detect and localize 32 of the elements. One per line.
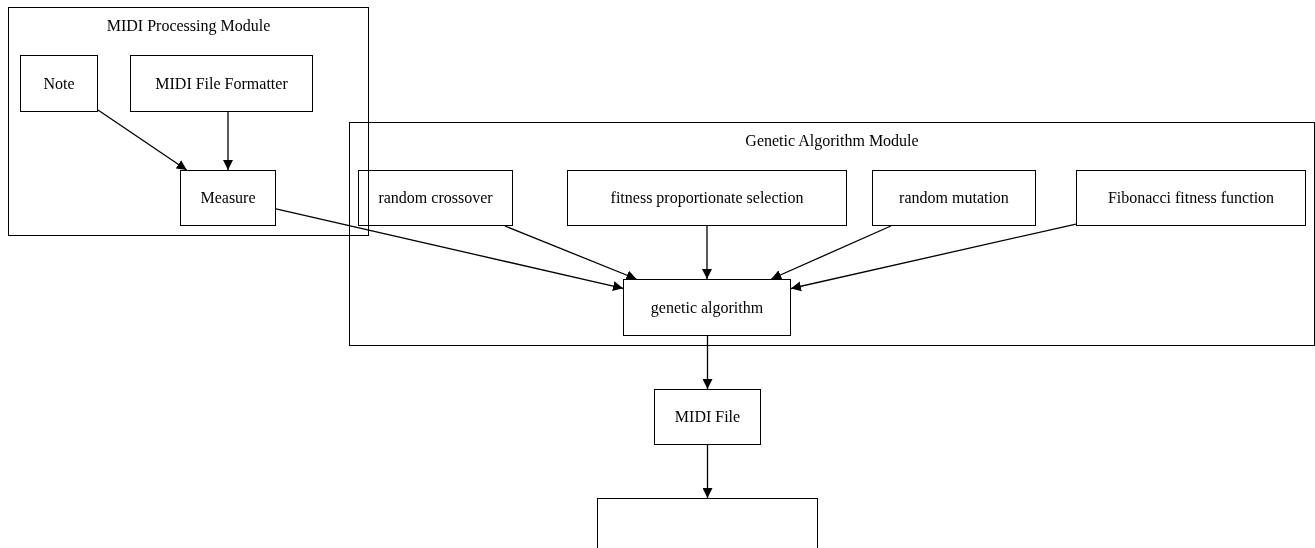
box-label: random mutation <box>899 189 1009 207</box>
arrow <box>275 208 624 291</box>
arrow <box>504 225 637 280</box>
box-label: MIDI File Formatter <box>155 74 288 93</box>
process-box <box>623 279 791 336</box>
process-box <box>1076 170 1306 226</box>
process-box <box>358 170 513 226</box>
box-label: Measure <box>200 189 256 207</box>
module-title: MIDI Processing Module <box>105 17 272 35</box>
arrow <box>702 225 712 280</box>
box-label: Note <box>43 74 75 93</box>
arrow <box>702 444 713 499</box>
box-label: Fibonacci fitness function <box>1107 189 1275 207</box>
arrow <box>790 223 1077 292</box>
box-label: MIDI File <box>674 408 741 426</box>
process-box <box>567 170 847 226</box>
process-box <box>654 389 761 445</box>
box-label: random crossover <box>378 189 493 207</box>
arrow <box>223 111 233 171</box>
arrow <box>97 109 188 171</box>
box-outline <box>597 498 818 548</box>
process-box <box>20 55 98 112</box>
box-label: fitness proportionate selection <box>610 189 804 207</box>
module-title: Genetic Algorithm Module <box>744 132 920 150</box>
process-box <box>872 170 1036 226</box>
arrow <box>702 335 713 390</box>
module-container <box>349 122 1315 346</box>
process-box <box>180 170 276 226</box>
box-label: genetic algorithm <box>650 298 764 317</box>
module-container <box>8 7 369 236</box>
arrow <box>770 225 892 280</box>
process-box <box>130 55 313 112</box>
